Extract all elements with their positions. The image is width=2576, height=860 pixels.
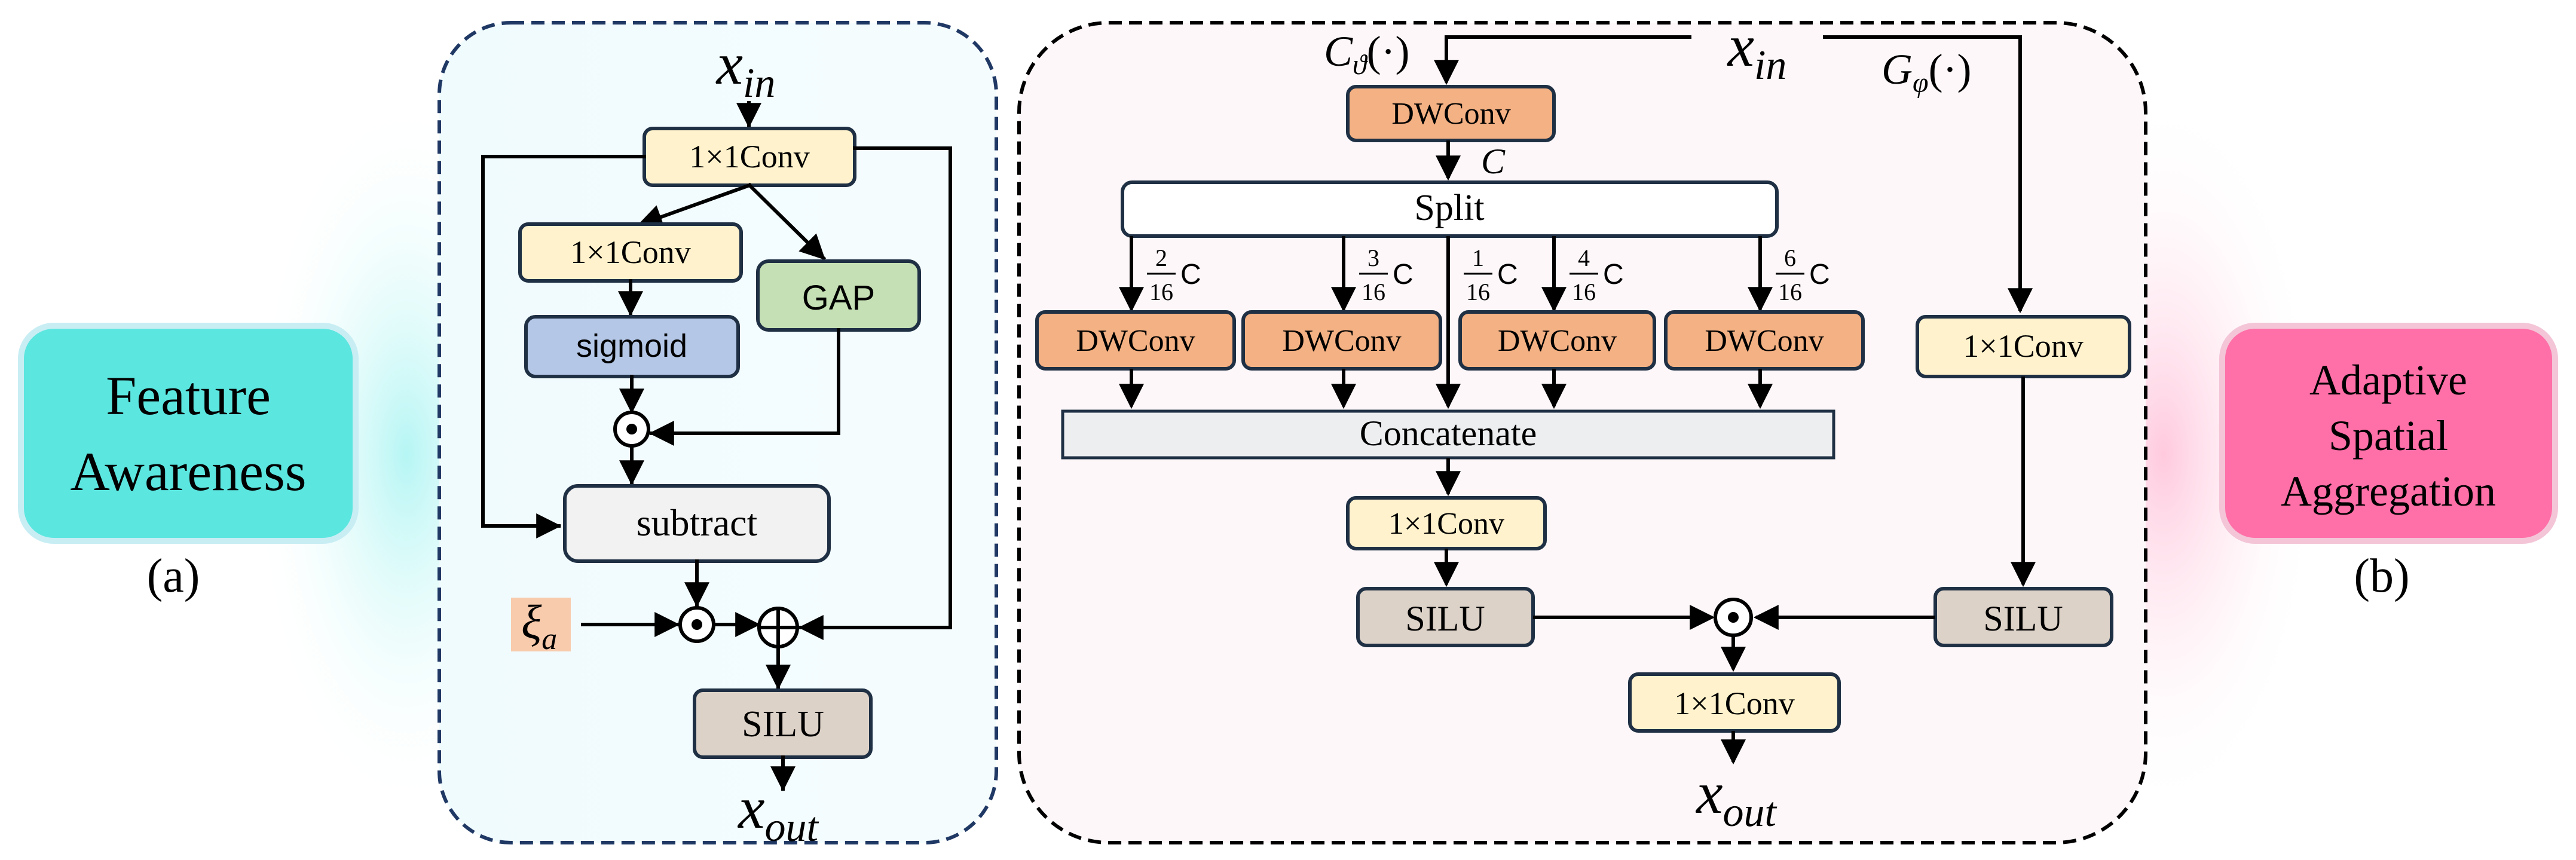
branch-dwconv-label: DWConv xyxy=(1282,324,1401,358)
a-gap-label: GAP xyxy=(802,278,876,317)
a-silu-label: SILU xyxy=(742,704,824,745)
branch-dwconv-label: DWConv xyxy=(1705,324,1824,358)
adaptive-line2: Spatial xyxy=(2329,412,2448,460)
b-branches: 216CDWConv316CDWConv116C416CDWConv616CDW… xyxy=(1035,236,1865,409)
branch-dwconv xyxy=(1664,310,1865,371)
branch-fraction-num: 4 xyxy=(1578,244,1590,271)
b-g-func: Gφ(·) xyxy=(1881,45,1972,99)
branch-fraction-unit: C xyxy=(1180,259,1201,290)
branch-fraction-den: 16 xyxy=(1149,278,1173,305)
b-dwconv-top xyxy=(1346,85,1556,142)
a-subtract-label: subtract xyxy=(637,501,758,544)
branch-dwconv-label: DWConv xyxy=(1076,324,1195,358)
a-conv-inner-label: 1×1Conv xyxy=(570,234,690,270)
feature-line2: Awareness xyxy=(70,441,306,502)
branch-fraction-num: 2 xyxy=(1155,244,1167,271)
b-conv-out-label: 1×1Conv xyxy=(1674,685,1794,721)
b-dwconv-top-label: DWConv xyxy=(1391,97,1510,131)
a-conv-top-label: 1×1Conv xyxy=(689,139,809,175)
branch-fraction-unit: C xyxy=(1497,259,1518,290)
branch-fraction-unit: C xyxy=(1393,259,1414,290)
branch-fraction-num: 1 xyxy=(1472,244,1484,271)
caption-b: (b) xyxy=(2354,550,2409,602)
b-silu-left-label: SILU xyxy=(1405,599,1485,638)
panel-a-output: xout xyxy=(737,775,819,850)
branch-fraction-unit: C xyxy=(1809,259,1830,290)
b-conv-right-label: 1×1Conv xyxy=(1963,328,2083,364)
adaptive-line3: Aggregation xyxy=(2281,467,2496,515)
b-split-label: Split xyxy=(1414,188,1484,228)
a-xi-bg xyxy=(511,598,571,651)
feature-line1: Feature xyxy=(106,365,271,426)
a-xi: ξa xyxy=(521,596,557,656)
branch-fraction-den: 16 xyxy=(1362,278,1385,305)
adaptive-spatial-aggregation-label: Adaptive Spatial Aggregation xyxy=(2219,323,2558,544)
branch-fraction-den: 16 xyxy=(1778,278,1802,305)
branch-fraction-unit: C xyxy=(1603,259,1624,290)
b-conv-mid-label: 1×1Conv xyxy=(1388,507,1504,541)
branch-dwconv-label: DWConv xyxy=(1498,324,1617,358)
b-c-func: Cϑ(·) xyxy=(1324,27,1410,81)
panel-b-output: xout xyxy=(1695,760,1777,835)
branch-fraction-num: 6 xyxy=(1784,244,1796,271)
branch-fraction-den: 16 xyxy=(1466,278,1490,305)
panel-a: xin 1×1Conv 1×1Conv GAP sigmoid subtra xyxy=(481,30,952,850)
a-sigmoid-label: sigmoid xyxy=(576,328,687,364)
branch-dwconv xyxy=(1035,310,1236,371)
feature-awareness-label: Feature Awareness xyxy=(18,323,359,544)
b-concat-label: Concatenate xyxy=(1360,414,1537,453)
branch-fraction-num: 3 xyxy=(1367,244,1379,271)
b-silu-right-label: SILU xyxy=(1983,599,2063,638)
branch-dwconv xyxy=(1458,310,1656,371)
panel-a-input: xin xyxy=(715,30,776,106)
b-c-label: C xyxy=(1481,142,1506,181)
panel-b-input: xin xyxy=(1727,13,1787,88)
panel-b: xin Cϑ(·) Gφ(·) DWConv C Split 216CDWCon… xyxy=(1035,13,2131,835)
branch-fraction-den: 16 xyxy=(1572,278,1596,305)
adaptive-line1: Adaptive xyxy=(2309,356,2467,404)
caption-a: (a) xyxy=(147,550,200,602)
